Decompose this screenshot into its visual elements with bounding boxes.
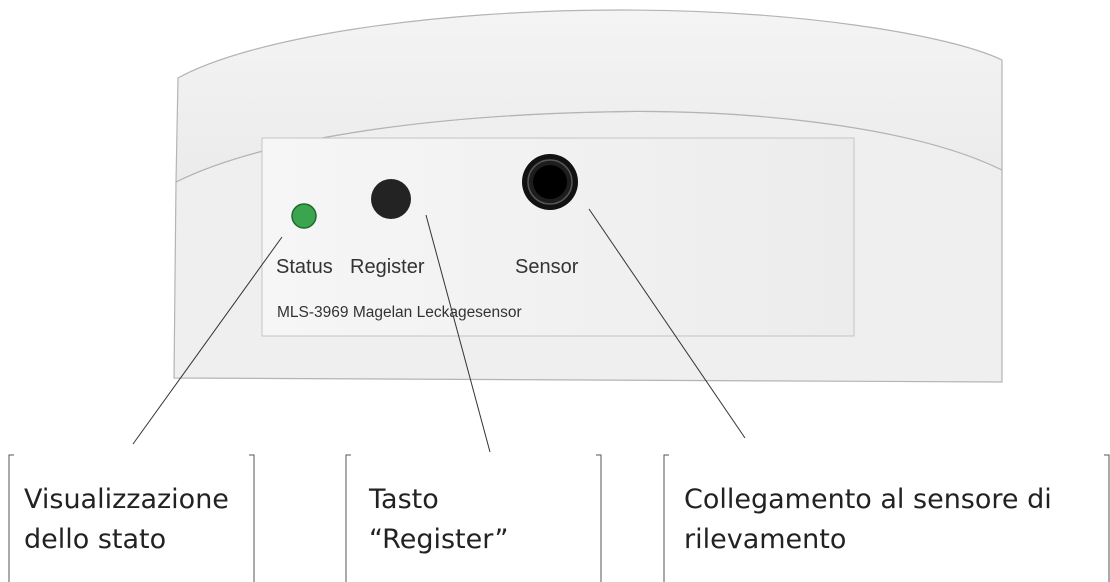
- sensor-label: Sensor: [515, 256, 579, 278]
- status-leader-line: [132, 236, 283, 445]
- register-leader-line: [425, 214, 491, 453]
- sensor-leader-line: [588, 208, 746, 439]
- device-housing: [173, 9, 1003, 383]
- sensor-callout-line1: Collegamento al sensore di: [684, 484, 1052, 515]
- sensor-port[interactable]: [522, 154, 578, 210]
- status-callout-bracket: [8, 454, 255, 582]
- register-callout-line2: “Register”: [369, 524, 508, 555]
- sensor-callout-bracket: [663, 454, 1110, 582]
- register-callout-bracket: [345, 454, 602, 582]
- model-label: MLS-3969 Magelan Leckagesensor: [277, 304, 522, 321]
- status-callout-line2: dello stato: [24, 524, 166, 555]
- status-label: Status: [276, 256, 333, 278]
- register-button[interactable]: [371, 179, 411, 219]
- register-label: Register: [350, 256, 425, 278]
- sensor-callout-line2: rilevamento: [684, 524, 846, 555]
- status-callout-line1: Visualizzazione: [24, 484, 229, 515]
- register-callout-line1: Tasto: [368, 484, 439, 515]
- status-led: [291, 203, 317, 229]
